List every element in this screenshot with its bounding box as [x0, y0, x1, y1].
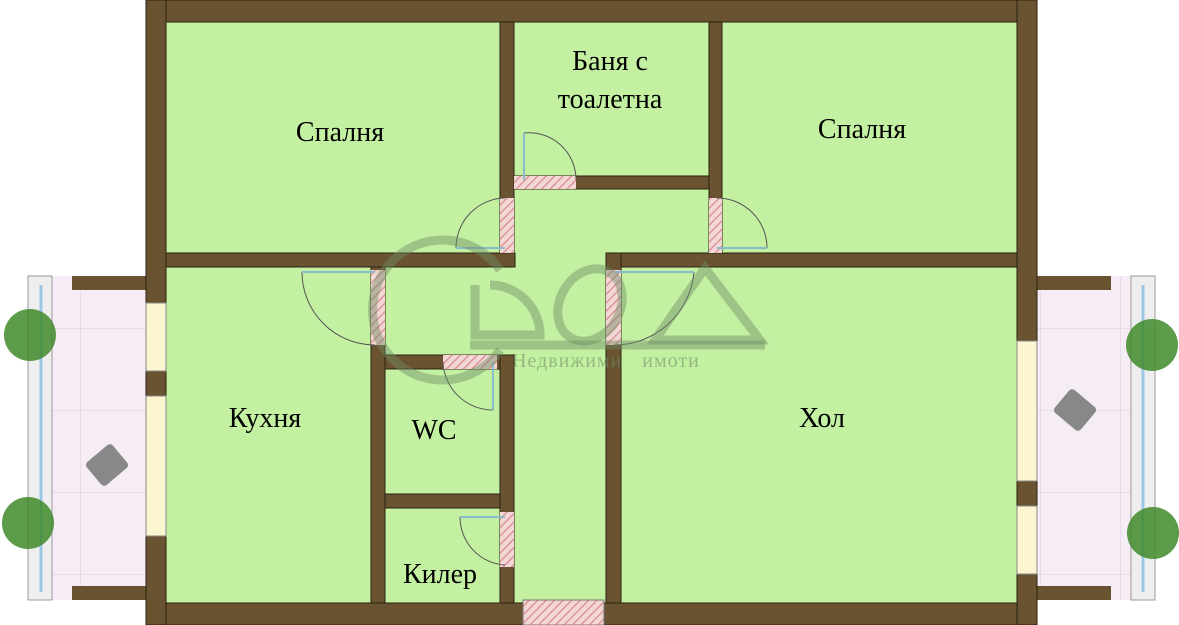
doors	[301, 132, 768, 625]
room-label-kitchen: Кухня	[228, 403, 302, 434]
plant-icon	[2, 309, 1179, 559]
room-label-bathroom-line1: Баня с	[572, 46, 648, 77]
room-label-living-room: Хол	[798, 403, 846, 434]
room-label-wc: WC	[411, 415, 457, 446]
chair-icon	[85, 389, 1097, 486]
room-label-bathroom-line2: тоалетна	[557, 84, 663, 115]
watermark-tagline: Недвижими имоти	[512, 350, 700, 372]
room-label-storage: Килер	[402, 559, 478, 590]
floor	[146, 0, 1037, 625]
entrance-door	[522, 599, 605, 625]
room-label-bedroom-right: Спалня	[817, 114, 907, 145]
windows	[145, 302, 1038, 575]
room-label-bedroom-left: Спалня	[295, 117, 385, 148]
watermark-logo	[368, 235, 770, 385]
